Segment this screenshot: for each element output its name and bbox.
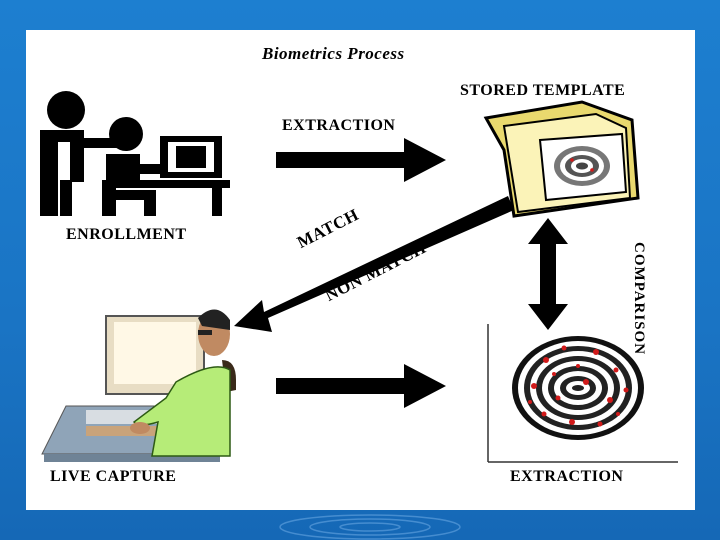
stored-template-folder-icon [483, 100, 640, 218]
match-arrow [234, 196, 514, 332]
slide-canvas: Biometrics Process STORED TEMPLATE EXTRA… [26, 30, 695, 510]
live-capture-label: LIVE CAPTURE [50, 468, 177, 485]
extraction-bottom-label: EXTRACTION [510, 468, 624, 485]
enrollment-people-icon [40, 91, 230, 216]
water-ripple-decoration [279, 514, 461, 540]
stored-template-label: STORED TEMPLATE [460, 82, 626, 99]
diagram-artwork [40, 91, 678, 463]
enrollment-label: ENROLLMENT [66, 226, 187, 243]
live-fingerprint-icon [487, 324, 678, 463]
diagram-title: Biometrics Process [262, 44, 405, 63]
live-capture-person-icon [41, 309, 236, 462]
comparison-label: COMPARISON [631, 242, 647, 356]
extraction-arrow-bottom [276, 364, 446, 408]
extraction-arrow-top [276, 138, 446, 182]
comparison-double-arrow [528, 218, 568, 330]
extraction-top-label: EXTRACTION [282, 117, 396, 134]
